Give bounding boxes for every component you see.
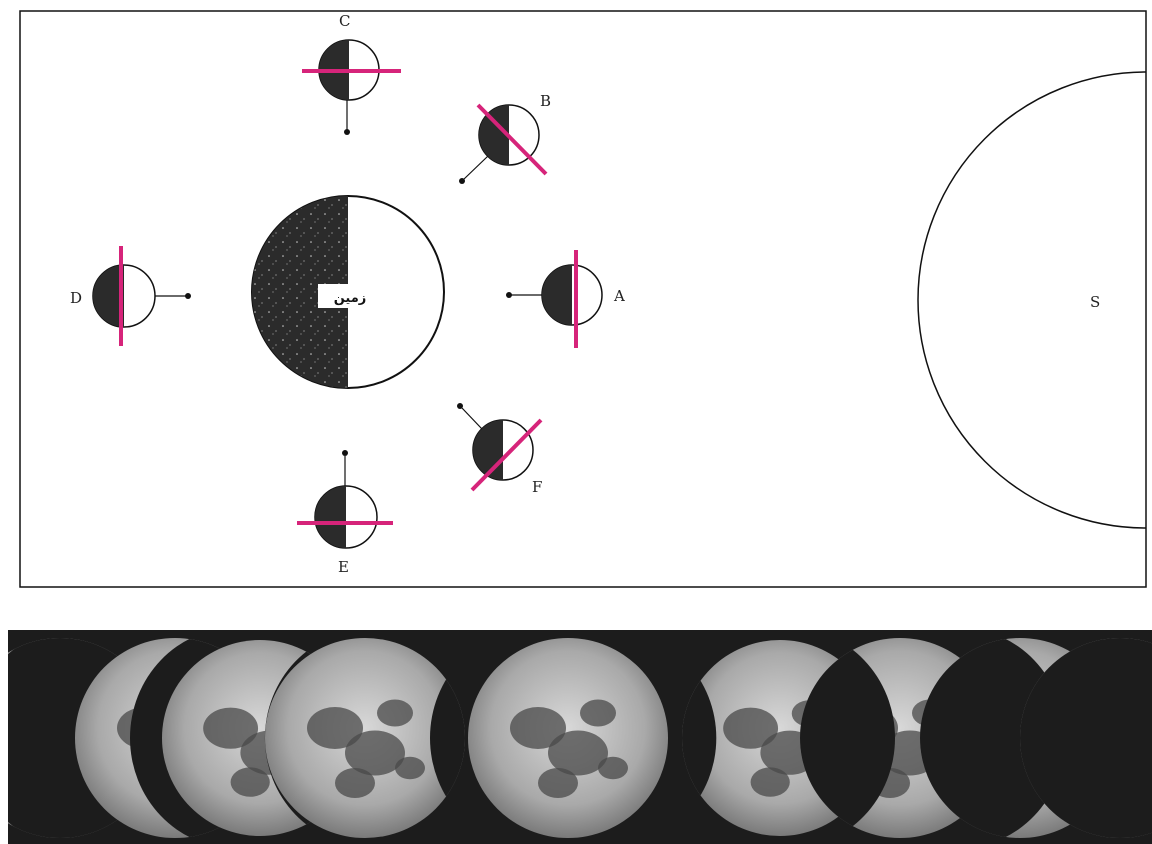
moon-photo-full-moon — [468, 638, 668, 838]
